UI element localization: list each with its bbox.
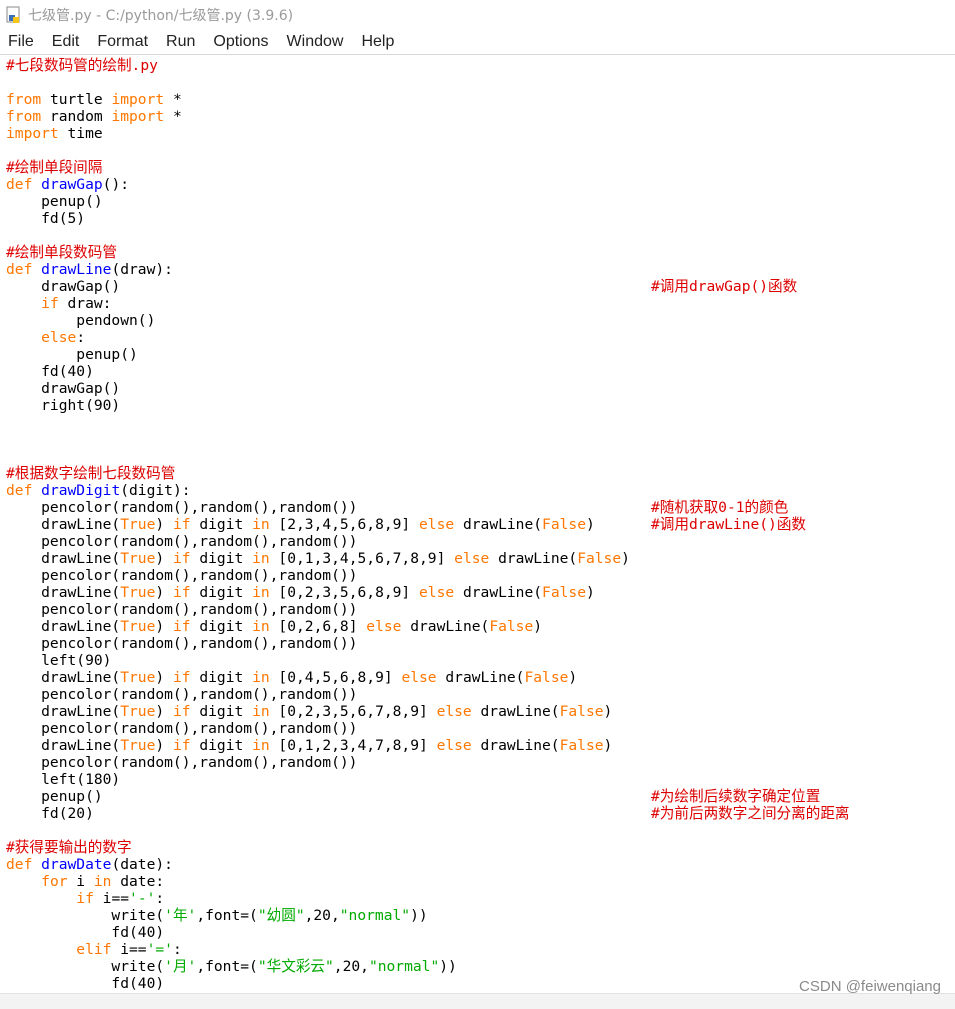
code-line[interactable] bbox=[6, 74, 630, 91]
code-line[interactable] bbox=[6, 414, 630, 431]
code-line[interactable]: write('月',font=("华文彩云",20,"normal")) bbox=[6, 958, 457, 975]
code-line[interactable]: pendown() bbox=[6, 312, 156, 329]
code-line[interactable]: #获得要输出的数字 bbox=[6, 839, 132, 856]
code-line[interactable]: penup() bbox=[6, 346, 138, 363]
code-line[interactable]: from random import * bbox=[6, 108, 182, 125]
code-line[interactable]: elif i=='=': bbox=[76, 941, 182, 958]
menu-help[interactable]: Help bbox=[361, 33, 395, 50]
code-line[interactable]: drawLine(True) if digit in [0,1,3,4,5,6,… bbox=[6, 550, 630, 567]
code-line[interactable]: #绘制单段数码管 bbox=[6, 244, 117, 261]
code-line[interactable]: pencolor(random(),random(),random()) bbox=[6, 754, 358, 771]
code-line[interactable]: pencolor(random(),random(),random()) bbox=[6, 686, 358, 703]
code-line[interactable]: write('年',font=("幼圆",20,"normal")) bbox=[6, 907, 428, 924]
python-file-icon bbox=[6, 6, 20, 23]
inline-comment: #调用drawLine()函数 bbox=[651, 516, 807, 533]
code-line[interactable]: from turtle import * bbox=[6, 91, 182, 108]
code-line[interactable]: def drawDate(date): bbox=[6, 856, 173, 873]
code-line[interactable]: else: bbox=[41, 329, 86, 346]
code-line[interactable]: drawLine(True) if digit in [2,3,4,5,6,8,… bbox=[6, 516, 807, 533]
code-line[interactable]: pencolor(random(),random(),random())#随机获… bbox=[6, 499, 789, 516]
code-line[interactable]: for i in date: bbox=[41, 873, 165, 890]
code-line[interactable]: drawGap() bbox=[6, 380, 121, 397]
code-line[interactable]: fd(5) bbox=[6, 210, 86, 227]
status-bar bbox=[0, 993, 955, 1009]
code-line[interactable]: drawLine(True) if digit in [0,2,3,5,6,8,… bbox=[6, 584, 595, 601]
menu-options[interactable]: Options bbox=[213, 33, 269, 50]
inline-comment: #为绘制后续数字确定位置 bbox=[651, 788, 821, 805]
window-title: 七级管.py - C:/python/七级管.py (3.9.6) bbox=[28, 8, 294, 24]
code-line[interactable]: if i=='-': bbox=[76, 890, 165, 907]
code-line[interactable]: pencolor(random(),random(),random()) bbox=[6, 635, 358, 652]
inline-comment: #随机获取0-1的颜色 bbox=[651, 499, 789, 516]
menu-window[interactable]: Window bbox=[286, 33, 344, 50]
code-line[interactable]: drawGap()#调用drawGap()函数 bbox=[6, 278, 798, 295]
code-line[interactable]: right(90) bbox=[6, 397, 121, 414]
watermark: CSDN @feiwenqiang bbox=[799, 978, 941, 995]
menu-edit[interactable]: Edit bbox=[51, 33, 80, 50]
code-line[interactable]: #绘制单段间隔 bbox=[6, 159, 103, 176]
code-line[interactable] bbox=[6, 142, 630, 159]
code-line[interactable]: pencolor(random(),random(),random()) bbox=[6, 720, 358, 737]
code-line[interactable]: #根据数字绘制七段数码管 bbox=[6, 465, 176, 482]
menu-format[interactable]: Format bbox=[97, 33, 149, 50]
code-line[interactable]: drawLine(True) if digit in [0,2,3,5,6,7,… bbox=[6, 703, 613, 720]
code-line[interactable] bbox=[6, 822, 630, 839]
menu-bar: File Edit Format Run Options Window Help bbox=[0, 30, 955, 55]
code-text[interactable]: #七段数码管的绘制.py from turtle import *from ra… bbox=[6, 57, 850, 992]
code-line[interactable]: pencolor(random(),random(),random()) bbox=[6, 567, 358, 584]
code-line[interactable]: if draw: bbox=[41, 295, 112, 312]
code-line[interactable]: def drawGap(): bbox=[6, 176, 130, 193]
code-line[interactable]: pencolor(random(),random(),random()) bbox=[6, 533, 358, 550]
code-line[interactable]: drawLine(True) if digit in [0,2,6,8] els… bbox=[6, 618, 543, 635]
code-line[interactable]: left(180) bbox=[6, 771, 121, 788]
code-line[interactable]: fd(40) bbox=[6, 924, 165, 941]
code-editor[interactable]: #七段数码管的绘制.py from turtle import *from ra… bbox=[0, 55, 955, 993]
code-line[interactable]: fd(20)#为前后两数字之间分离的距离 bbox=[6, 805, 850, 822]
code-line[interactable]: fd(40) bbox=[6, 363, 94, 380]
code-line[interactable] bbox=[6, 431, 630, 448]
code-line[interactable]: fd(40) bbox=[6, 975, 165, 992]
code-line[interactable]: #七段数码管的绘制.py bbox=[6, 57, 158, 74]
code-line[interactable]: pencolor(random(),random(),random()) bbox=[6, 601, 358, 618]
code-line[interactable]: left(90) bbox=[6, 652, 112, 669]
code-line[interactable] bbox=[6, 448, 630, 465]
title-bar: 七级管.py - C:/python/七级管.py (3.9.6) bbox=[0, 0, 955, 30]
code-line[interactable]: def drawDigit(digit): bbox=[6, 482, 191, 499]
code-line[interactable]: penup()#为绘制后续数字确定位置 bbox=[6, 788, 821, 805]
menu-run[interactable]: Run bbox=[166, 33, 196, 50]
code-line[interactable]: def drawLine(draw): bbox=[6, 261, 173, 278]
code-line[interactable]: import time bbox=[6, 125, 103, 142]
code-line[interactable]: penup() bbox=[6, 193, 103, 210]
inline-comment: #为前后两数字之间分离的距离 bbox=[651, 805, 850, 822]
code-line[interactable]: drawLine(True) if digit in [0,1,2,3,4,7,… bbox=[6, 737, 613, 754]
code-line[interactable]: drawLine(True) if digit in [0,4,5,6,8,9]… bbox=[6, 669, 578, 686]
inline-comment: #调用drawGap()函数 bbox=[651, 278, 798, 295]
code-line[interactable] bbox=[6, 227, 630, 244]
menu-file[interactable]: File bbox=[8, 33, 34, 50]
